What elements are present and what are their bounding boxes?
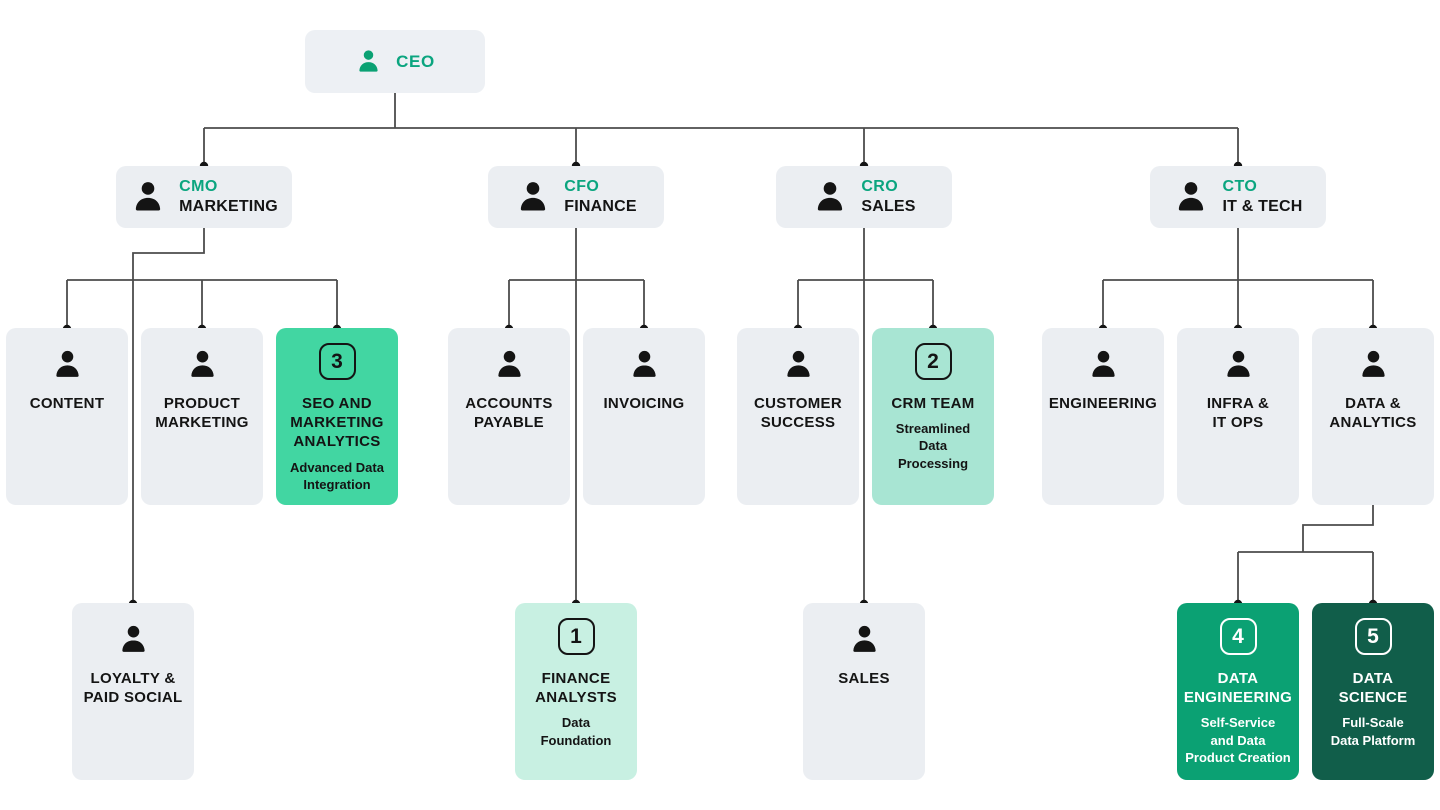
node-crm-team: 2 CRM TEAM Streamlined Data Processing: [872, 328, 994, 505]
node-loyalty-paid-social: LOYALTY & PAID SOCIAL: [72, 603, 194, 780]
node-title: SEO AND MARKETING ANALYTICS: [290, 395, 384, 451]
node-content: CONTENT: [6, 328, 128, 505]
node-invoicing: INVOICING: [583, 328, 705, 505]
exec-role: CRO: [861, 178, 899, 196]
node-sales: SALES: [803, 603, 925, 780]
node-engineering: ENGINEERING: [1042, 328, 1164, 505]
node-title: PRODUCT MARKETING: [155, 395, 249, 432]
node-ceo: CEO: [305, 30, 485, 93]
node-cro: CRO SALES: [776, 166, 952, 228]
person-icon: [186, 348, 219, 381]
person-icon: [1222, 348, 1255, 381]
person-icon: [515, 179, 551, 215]
exec-role: CFO: [564, 178, 600, 196]
person-icon: [117, 623, 150, 656]
node-customer-success: CUSTOMER SUCCESS: [737, 328, 859, 505]
node-data-analytics: DATA & ANALYTICS: [1312, 328, 1434, 505]
exec-dept: FINANCE: [564, 198, 637, 215]
person-icon: [628, 348, 661, 381]
node-infra-it-ops: INFRA & IT OPS: [1177, 328, 1299, 505]
node-cto: CTO IT & TECH: [1150, 166, 1326, 228]
node-title: DATA ENGINEERING: [1183, 670, 1293, 707]
node-title: CRM TEAM: [891, 395, 975, 412]
person-icon: [848, 623, 881, 656]
exec-role: CMO: [179, 178, 218, 196]
node-data-science: 5 DATA SCIENCE Full-Scale Data Platform: [1312, 603, 1434, 780]
node-subtitle: Full-Scale Data Platform: [1330, 715, 1416, 748]
number-badge: 5: [1354, 618, 1392, 655]
node-data-engineering: 4 DATA ENGINEERING Self-Service and Data…: [1177, 603, 1299, 780]
number-badge: 1: [557, 618, 595, 655]
node-title: CEO: [396, 51, 435, 71]
person-icon: [355, 48, 382, 75]
person-icon: [812, 179, 848, 215]
node-subtitle: Advanced Data Integration: [290, 459, 384, 492]
person-icon: [493, 348, 526, 381]
person-icon: [782, 348, 815, 381]
node-title: INFRA & IT OPS: [1206, 395, 1270, 432]
person-icon: [51, 348, 84, 381]
node-title: SALES: [838, 670, 890, 687]
node-accounts-payable: ACCOUNTS PAYABLE: [448, 328, 570, 505]
person-icon: [1173, 179, 1209, 215]
node-title: ENGINEERING: [1048, 395, 1158, 412]
node-cmo: CMO MARKETING: [116, 166, 292, 228]
node-title: CONTENT: [29, 395, 105, 412]
node-seo-marketing-analytics: 3 SEO AND MARKETING ANALYTICS Advanced D…: [276, 328, 398, 505]
node-finance-analysts: 1 FINANCE ANALYSTS Data Foundation: [515, 603, 637, 780]
node-title: ACCOUNTS PAYABLE: [465, 395, 553, 432]
node-title: LOYALTY & PAID SOCIAL: [83, 670, 183, 707]
node-title: INVOICING: [603, 395, 685, 412]
node-cfo: CFO FINANCE: [488, 166, 664, 228]
node-subtitle: Self-Service and Data Product Creation: [1185, 715, 1291, 765]
number-badge: 2: [914, 343, 952, 380]
node-title: DATA SCIENCE: [1338, 670, 1408, 707]
person-icon: [130, 179, 166, 215]
node-title: DATA & ANALYTICS: [1329, 395, 1417, 432]
node-product-marketing: PRODUCT MARKETING: [141, 328, 263, 505]
node-subtitle: Data Foundation: [540, 715, 612, 748]
exec-dept: IT & TECH: [1222, 198, 1303, 215]
node-title: FINANCE ANALYSTS: [535, 670, 617, 707]
person-icon: [1357, 348, 1390, 381]
exec-role: CTO: [1222, 178, 1258, 196]
node-title: CUSTOMER SUCCESS: [754, 395, 842, 432]
person-icon: [1087, 348, 1120, 381]
exec-dept: MARKETING: [179, 198, 278, 215]
node-subtitle: Streamlined Data Processing: [895, 421, 971, 471]
exec-dept: SALES: [861, 198, 916, 215]
number-badge: 3: [318, 343, 356, 380]
number-badge: 4: [1219, 618, 1257, 655]
